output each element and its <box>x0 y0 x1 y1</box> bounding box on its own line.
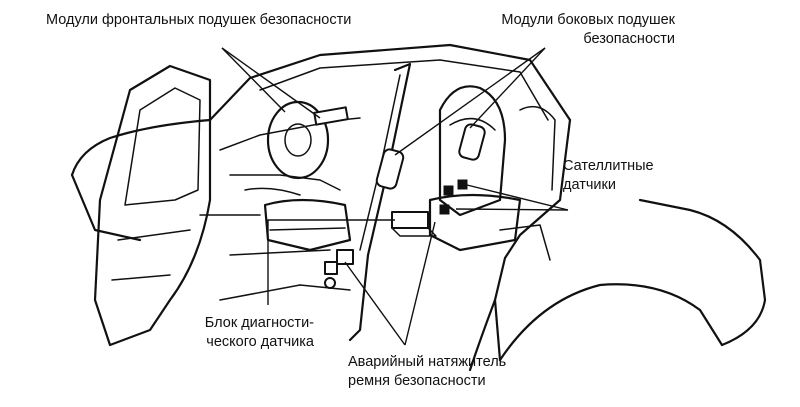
label-side-airbags-line2: безопасности <box>583 31 675 47</box>
pretensioner-2 <box>324 261 338 275</box>
label-side-airbags: Модули боковых подушек безопасности <box>470 11 675 49</box>
label-pretensioner-line2: ремня безопасности <box>348 373 486 389</box>
pretensioner-3 <box>324 277 336 289</box>
label-front-airbags-line: Модули фронтальных подушек безопасности <box>46 12 352 28</box>
label-diagnostic-unit-line2: ческого датчика <box>206 334 314 350</box>
diagnostic-unit-box <box>391 211 429 229</box>
front-seats <box>263 85 522 252</box>
pretensioner-1 <box>336 249 354 265</box>
side-airbag-front <box>375 148 405 190</box>
label-pretensioner: Аварийный натяжитель ремня безопасности <box>348 353 506 391</box>
label-front-airbags: Модули фронтальных подушек безопасности <box>46 11 351 30</box>
open-door <box>93 64 212 347</box>
label-satellite-sensors-line2: датчики <box>563 177 616 193</box>
leader-lines <box>221 47 569 346</box>
label-diagnostic-unit-line1: Блок диагности- <box>204 315 314 331</box>
label-side-airbags-line1: Модули боковых подушек <box>501 12 675 28</box>
label-satellite-sensors: Сателлитные датчики <box>563 157 654 195</box>
label-diagnostic-unit: Блок диагности- ческого датчика <box>170 314 314 352</box>
satellite-sensor-2 <box>457 179 468 190</box>
car-body <box>70 43 767 372</box>
side-airbag-rear <box>458 123 486 161</box>
rear-seats <box>499 105 556 261</box>
b-pillar <box>348 62 412 342</box>
satellite-sensor-1 <box>443 185 454 196</box>
floor-lines <box>199 214 351 301</box>
dashboard <box>219 100 361 196</box>
satellite-sensor-3 <box>439 204 450 215</box>
label-pretensioner-line1: Аварийный натяжитель <box>348 354 507 370</box>
label-satellite-sensors-line1: Сателлитные <box>563 158 654 174</box>
